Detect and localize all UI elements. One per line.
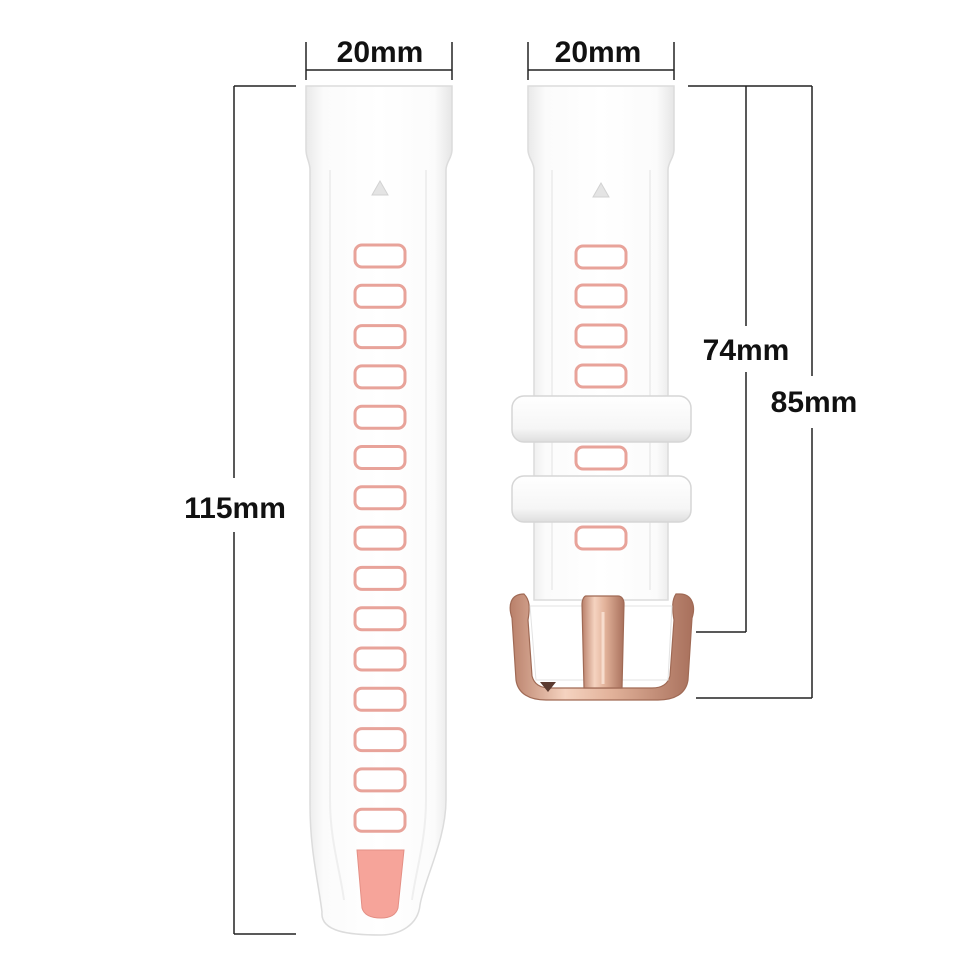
long-strap-hole [353, 565, 407, 591]
short-strap-hole [574, 525, 628, 551]
short-strap [511, 85, 692, 601]
short-strap-holes [574, 244, 628, 551]
long-strap-inner-edge [329, 170, 427, 901]
long-strap-hole [353, 485, 407, 511]
long-strap-hole [353, 404, 407, 430]
keeper-lower [511, 475, 692, 523]
short-strap-hole [574, 283, 628, 309]
dimension-label-top-left: 20mm [337, 36, 424, 69]
long-strap-tip-insert [356, 849, 405, 919]
long-strap-hole [353, 807, 407, 833]
long-strap-body [305, 85, 453, 936]
dimension-label-short-inner: 74mm [703, 334, 790, 367]
buckle [509, 593, 695, 701]
long-strap-hole [353, 606, 407, 632]
long-strap-hole [353, 686, 407, 712]
long-strap-hole [353, 364, 407, 390]
short-strap-hole [574, 323, 628, 349]
keeper-upper [511, 395, 692, 443]
dimension-label-short-total: 85mm [771, 386, 858, 419]
short-strap-hole [574, 244, 628, 270]
dimension-label-long-strap: 115mm [184, 492, 286, 525]
short-strap-hole [574, 445, 628, 471]
long-strap [305, 85, 453, 936]
long-strap-hole [353, 283, 407, 309]
long-strap-hole [353, 445, 407, 470]
long-strap-hole [353, 243, 407, 269]
long-strap-hole [353, 646, 407, 672]
long-strap-hole [353, 525, 407, 551]
buckle-frame [509, 593, 695, 701]
short-strap-hole [574, 363, 628, 389]
long-strap-hole [353, 324, 407, 350]
short-strap-arrow-icon [592, 181, 610, 198]
dimension-lines [233, 42, 813, 935]
long-strap-arrow-icon [371, 179, 389, 196]
long-strap-hole [353, 727, 407, 753]
long-strap-holes [353, 243, 407, 833]
dimension-label-top-right: 20mm [555, 36, 642, 69]
buckle-arrow-icon [540, 682, 556, 692]
long-strap-hole [353, 767, 407, 793]
